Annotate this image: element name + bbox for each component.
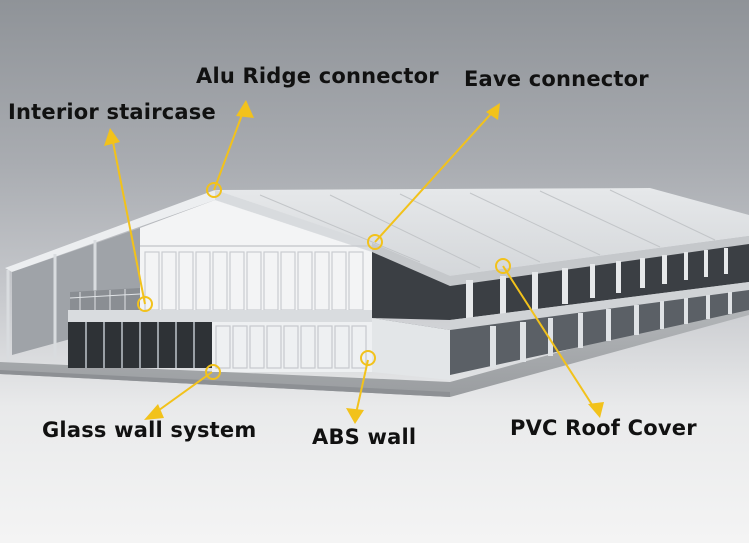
gable-wall <box>140 200 372 318</box>
label-pvc-roof-cover: PVC Roof Cover <box>510 416 697 440</box>
ground-slab <box>0 300 749 397</box>
callout-arrowheads <box>104 100 604 424</box>
callout-markers <box>137 182 511 380</box>
abs-wall-front <box>212 322 372 372</box>
gable-roof <box>5 190 372 272</box>
callout-lines <box>110 103 599 419</box>
label-alu-ridge-connector: Alu Ridge connector <box>196 64 439 88</box>
label-abs-wall: ABS wall <box>312 425 417 449</box>
side-facade-lower <box>372 290 749 375</box>
label-glass-wall-system: Glass wall system <box>42 418 257 442</box>
pvc-roof <box>215 188 749 276</box>
label-eave-connector: Eave connector <box>464 67 649 91</box>
label-interior-staircase: Interior staircase <box>8 100 216 124</box>
